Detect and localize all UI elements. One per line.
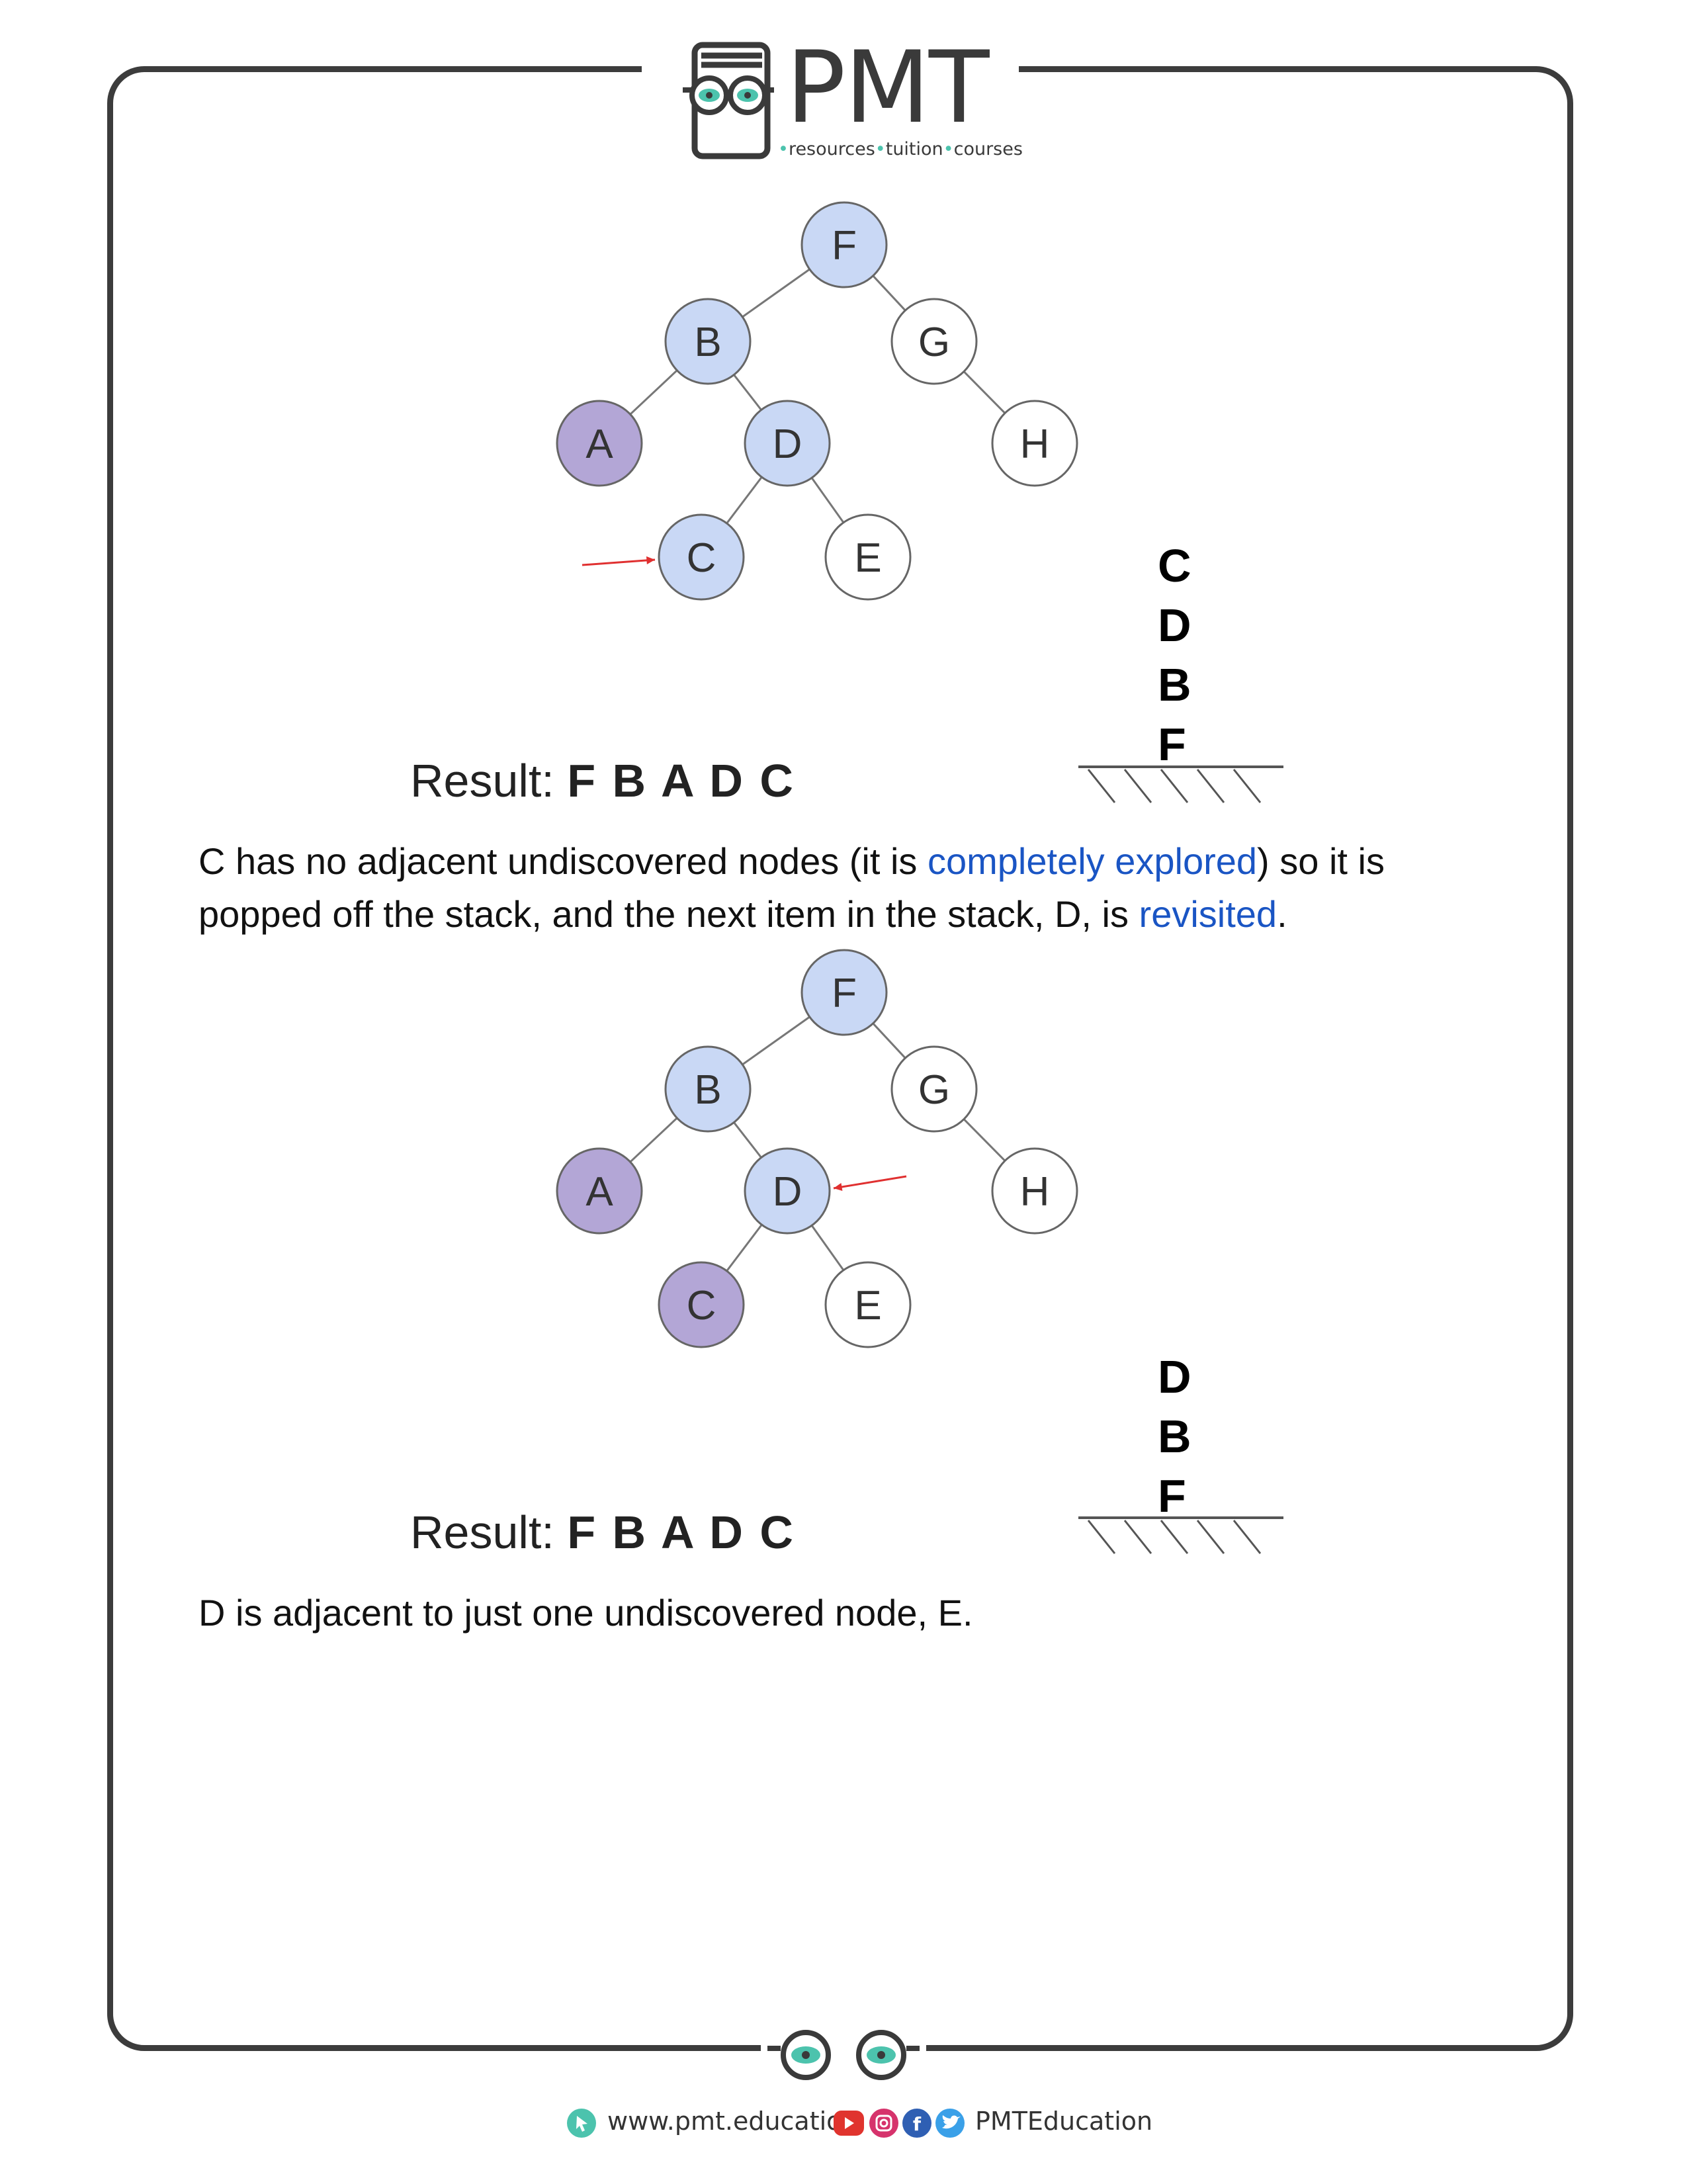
stack-item: C (1158, 540, 1191, 591)
tagline-part: tuition (885, 139, 943, 159)
highlight-term: completely explored (927, 840, 1258, 882)
stack-item: D (1158, 599, 1191, 651)
svg-text:f: f (913, 2113, 922, 2135)
glasses-icon (683, 75, 774, 115)
result-label: Result: (410, 1507, 554, 1558)
facebook-icon[interactable]: f (902, 2109, 931, 2138)
cursor-link-icon (567, 2109, 596, 2138)
highlight-term: revisited (1139, 893, 1277, 935)
paragraph-explanation-1: C has no adjacent undiscovered nodes (it… (198, 835, 1489, 941)
social-icons: f (834, 2109, 965, 2138)
result-line-2: Result: F B A D C (410, 1506, 795, 1559)
para-text: ) so it is popped off the stack, and the… (198, 840, 1385, 935)
tagline-part: courses (953, 139, 1023, 159)
paragraph-explanation-2: D is adjacent to just one undiscovered n… (198, 1592, 973, 1634)
glasses-icon (767, 2030, 920, 2080)
result-line-1: Result: F B A D C (410, 754, 795, 807)
stack-item: F (1158, 719, 1186, 770)
para-text: C has no adjacent undiscovered nodes (it… (198, 840, 928, 882)
tagline-part: resources (788, 139, 875, 159)
page-frame (107, 66, 1573, 2051)
twitter-icon[interactable] (935, 2109, 965, 2138)
logo-wordmark: PMT (786, 30, 989, 146)
instagram-icon[interactable] (869, 2109, 898, 2138)
stack-item: B (1158, 1411, 1191, 1462)
para-text: . (1277, 893, 1287, 935)
logo-tagline: •resources•tuition•courses (778, 139, 1023, 159)
pmt-logo (683, 42, 774, 159)
result-label: Result: (410, 755, 554, 807)
stack-item: F (1158, 1470, 1186, 1522)
youtube-icon[interactable] (834, 2111, 864, 2136)
stack-base-2 (1078, 1516, 1283, 1554)
result-sequence: F B A D C (567, 755, 795, 807)
result-sequence: F B A D C (567, 1507, 795, 1558)
stack-item: B (1158, 659, 1191, 711)
stack-item: D (1158, 1351, 1191, 1403)
footer-handle[interactable]: PMTEducation (975, 2107, 1153, 2136)
footer-url[interactable]: www.pmt.education (607, 2107, 858, 2136)
stack-base-1 (1078, 765, 1283, 803)
